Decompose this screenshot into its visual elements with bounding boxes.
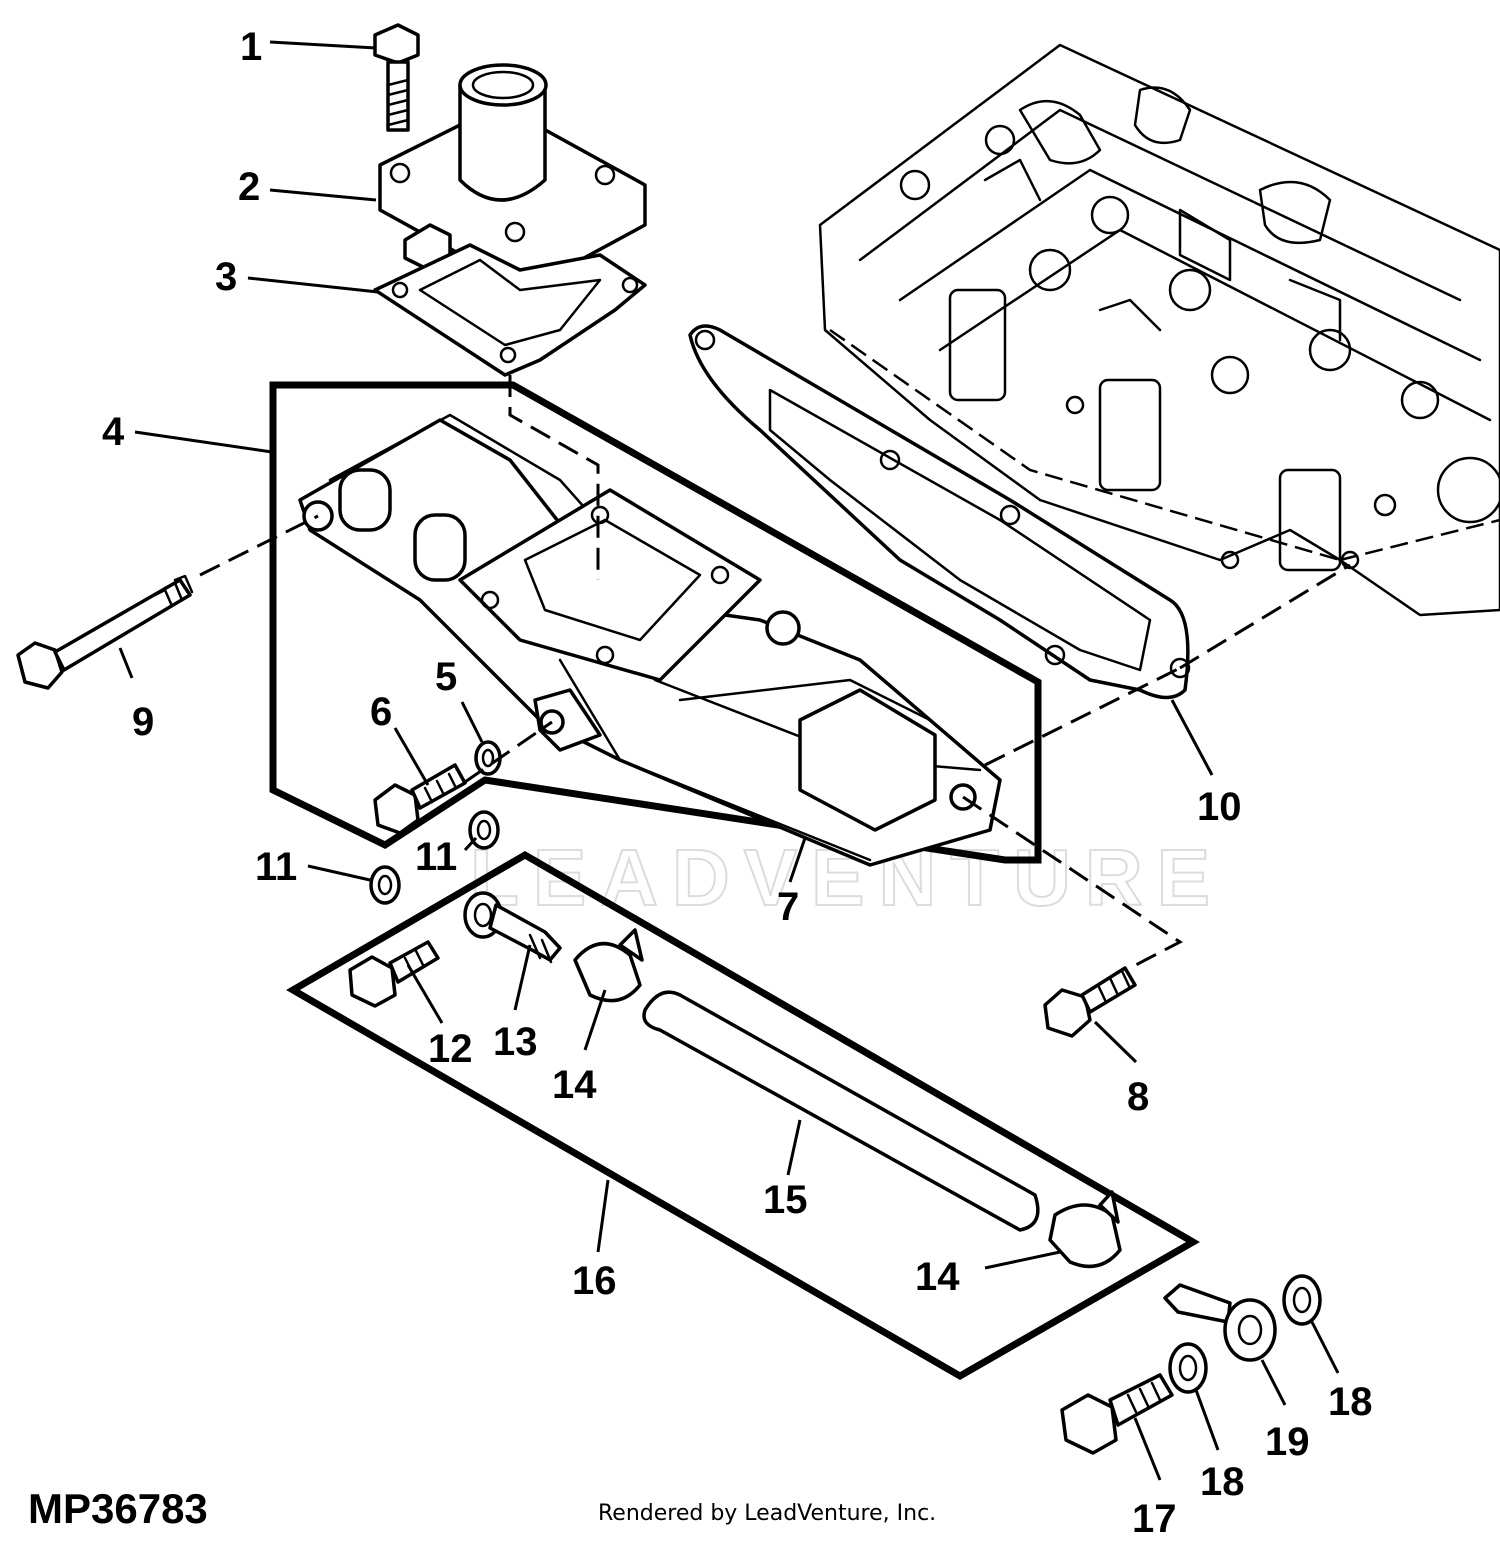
callout-8[interactable]: 8 [1127, 1075, 1149, 1119]
callout-16[interactable]: 16 [572, 1259, 617, 1303]
cap-screw-9[interactable] [16, 574, 194, 690]
manifold-gasket[interactable] [688, 324, 1191, 700]
cylinder-head[interactable] [818, 43, 1500, 617]
leader-18b [1310, 1321, 1340, 1374]
callout-17[interactable]: 17 [1132, 1497, 1177, 1541]
hose-clamp-14b[interactable] [1048, 1190, 1122, 1269]
leader-15 [786, 1119, 802, 1176]
assembly-line-thermostat [508, 375, 600, 580]
callout-11b[interactable]: 11 [415, 835, 457, 879]
callout-4[interactable]: 4 [102, 410, 125, 454]
leader-17 [1133, 1417, 1162, 1481]
plug-6[interactable] [373, 763, 467, 835]
callout-19[interactable]: 19 [1265, 1420, 1310, 1464]
leader-11a [307, 864, 371, 882]
washer-11a[interactable] [369, 865, 401, 905]
callout-2[interactable]: 2 [238, 165, 260, 209]
callout-7[interactable]: 7 [777, 885, 799, 929]
callout-10[interactable]: 10 [1197, 785, 1242, 829]
leader-9 [118, 647, 134, 679]
callout-3[interactable]: 3 [215, 255, 237, 299]
banjo-bolt-12[interactable] [348, 940, 440, 1008]
banjo-fitting-13[interactable] [463, 891, 562, 964]
assembly-frame-16 [286, 850, 1201, 1381]
washer-11b[interactable] [468, 810, 500, 850]
thermostat-cover[interactable] [378, 63, 647, 292]
leader-1 [269, 40, 377, 50]
leader-11b [463, 836, 478, 852]
washer-18a[interactable] [1168, 1342, 1208, 1394]
callout-5[interactable]: 5 [435, 655, 457, 699]
callout-13[interactable]: 13 [493, 1020, 538, 1064]
leader-18a [1194, 1389, 1220, 1451]
assembly-line-bolt-8 [962, 795, 1183, 970]
callout-6[interactable]: 6 [370, 690, 392, 734]
leader-16 [596, 1179, 610, 1253]
callout-11a[interactable]: 11 [255, 845, 297, 889]
leader-6 [393, 727, 430, 786]
washer-5[interactable] [474, 740, 502, 776]
leader-8 [1093, 1020, 1138, 1064]
leader-7 [788, 837, 807, 883]
callout-18a[interactable]: 18 [1200, 1460, 1245, 1504]
banjo-bolt-17[interactable] [1060, 1373, 1174, 1455]
leader-2 [269, 188, 377, 202]
cap-screw-1[interactable] [373, 23, 420, 132]
assembly-line-head [1179, 563, 1351, 670]
leader-10 [1170, 699, 1214, 776]
leader-5 [460, 701, 484, 743]
callout-14a[interactable]: 14 [552, 1063, 597, 1107]
callout-18b[interactable]: 18 [1328, 1380, 1373, 1424]
callout-14b[interactable]: 14 [915, 1255, 960, 1299]
cap-screw-8[interactable] [1043, 966, 1137, 1038]
credit-text: Rendered by LeadVenture, Inc. [598, 1501, 937, 1526]
callout-15[interactable]: 15 [763, 1178, 808, 1222]
assembly-frame-4 [269, 381, 1042, 864]
intake-manifold[interactable] [298, 413, 1002, 867]
leader-3 [247, 276, 379, 294]
leader-4 [134, 430, 273, 454]
leader-14b [984, 1250, 1061, 1270]
washer-18b[interactable] [1282, 1274, 1322, 1326]
leader-13 [513, 944, 532, 1011]
callout-1[interactable]: 1 [240, 25, 262, 69]
thermostat-gasket[interactable] [373, 243, 647, 377]
leader-19 [1260, 1359, 1287, 1406]
figure-id: MP36783 [28, 1485, 208, 1532]
hose-clamp-14a[interactable] [573, 928, 644, 1003]
banjo-fitting-19[interactable] [1163, 1283, 1277, 1362]
assembly-line-gasket [984, 666, 1181, 767]
assembly-line-plug [464, 720, 553, 784]
leader-14a [583, 989, 607, 1051]
hose-15[interactable] [642, 990, 1040, 1232]
callout-12[interactable]: 12 [428, 1027, 473, 1071]
leader-12 [406, 964, 444, 1024]
callout-9[interactable]: 9 [132, 700, 154, 744]
assembly-line-bolt-9 [199, 514, 319, 577]
